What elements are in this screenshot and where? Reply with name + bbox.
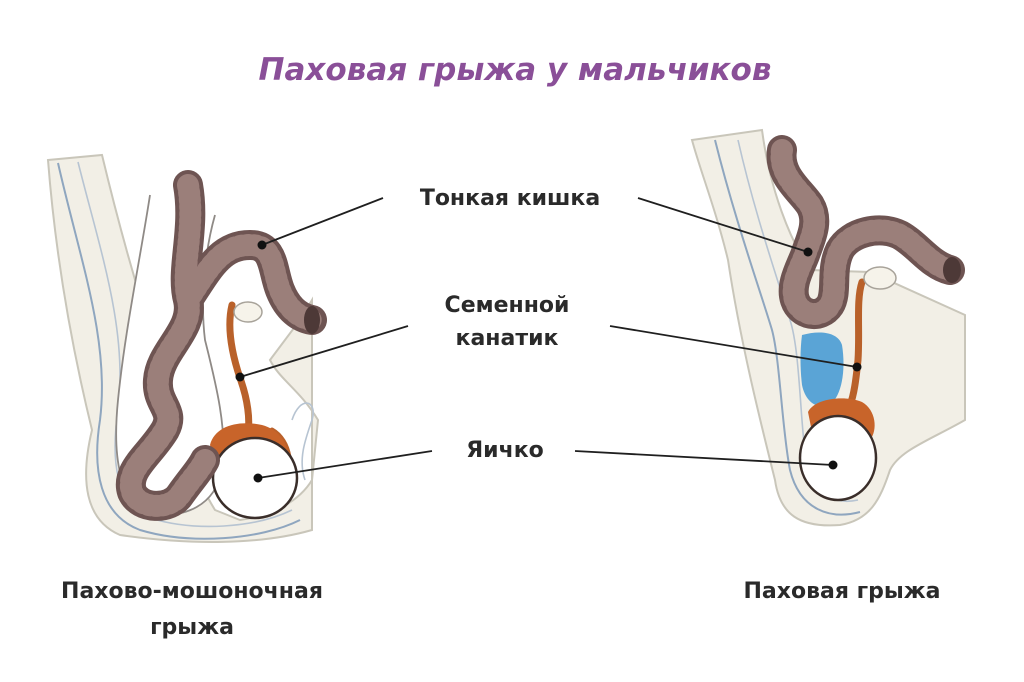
caption-left-line2: грыжа [150, 615, 234, 640]
leader-testicle-left [257, 450, 433, 479]
dot-testicle-right [828, 460, 838, 470]
leader-small-intestine-right [637, 197, 809, 253]
left-peritoneal-line-outer [57, 162, 301, 540]
caption-left-line1: Пахово-мошоночная [61, 579, 323, 604]
leader-testicle-right [574, 450, 834, 466]
label-spermatic-cord-line1: Семенной [445, 293, 570, 318]
left-spermatic-cord [226, 301, 253, 436]
left-tunica-curl [291, 402, 314, 481]
right-small-intestine-texture [770, 139, 961, 325]
page-title: Паховая грыжа у мальчиков [259, 52, 772, 88]
left-vessel-knot [233, 301, 263, 323]
left-intestine-end [304, 306, 320, 334]
right-spermatic-cord [846, 278, 866, 409]
dot-small-intestine-left [257, 240, 267, 250]
right-hernia-illustration [690, 128, 966, 527]
caption-right: Паховая грыжа [744, 579, 941, 604]
leader-spermatic-cord-right [609, 325, 858, 368]
right-peritoneal-line-outer [714, 139, 861, 516]
dot-small-intestine-right [803, 247, 813, 257]
label-testicle: Яичко [466, 438, 544, 463]
dot-spermatic-cord-left [235, 372, 245, 382]
left-hernia-illustration [46, 153, 327, 543]
label-spermatic-cord-line2: канатик [456, 326, 559, 351]
label-small-intestine: Тонкая кишка [420, 186, 600, 211]
leader-small-intestine-left [261, 197, 384, 246]
right-testicle [798, 414, 878, 502]
leader-spermatic-cord-left [239, 325, 409, 378]
right-vessel-knot [863, 266, 897, 290]
left-small-intestine-texture [119, 174, 323, 517]
dot-testicle-left [253, 473, 263, 483]
dot-spermatic-cord-right [852, 362, 862, 372]
right-intestine-end [943, 257, 961, 283]
left-peritoneal-line-inner [77, 161, 293, 528]
right-fluid [800, 332, 844, 407]
